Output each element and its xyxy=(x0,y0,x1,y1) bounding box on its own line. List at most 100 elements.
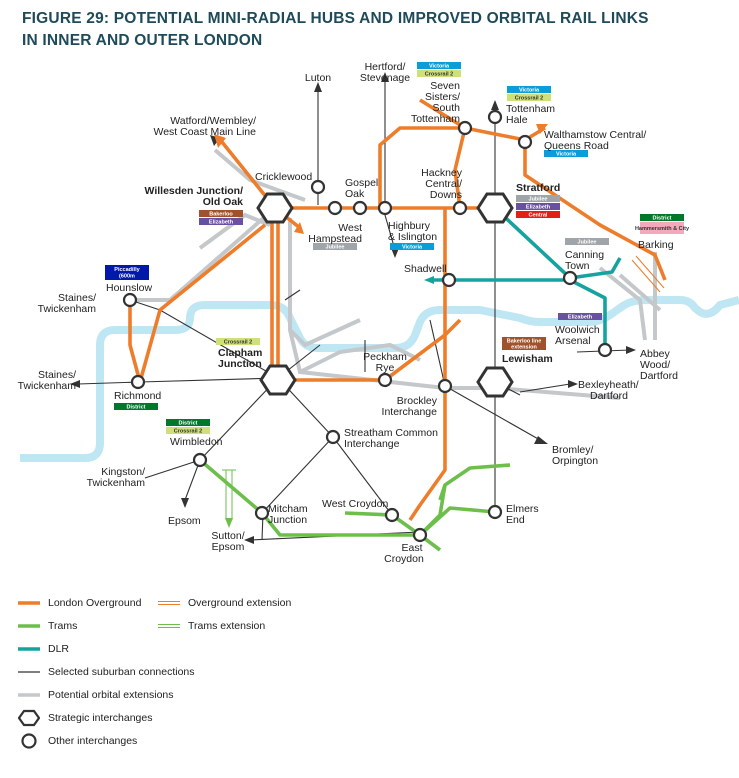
label-elmers-end: Elmers xyxy=(506,503,539,515)
label-staines-2b: Twickenham xyxy=(18,380,77,392)
label-kingston: Kingston/ xyxy=(101,466,145,478)
label-bexleyheath-2: Dartford xyxy=(590,390,628,402)
tag-central: Central xyxy=(529,213,548,219)
orange-arrows xyxy=(214,124,548,234)
arrow-right-icon xyxy=(568,380,578,388)
tag-district: District xyxy=(127,405,146,411)
label-hounslow: Hounslow xyxy=(106,282,153,294)
tag-crossrail2: Crossrail 2 xyxy=(174,429,202,435)
label-cricklewood: Cricklewood xyxy=(255,171,312,183)
legend-overground-label: London Overground xyxy=(48,597,142,609)
tag-crossrail2: Crossrail 2 xyxy=(425,72,453,78)
arrow-up-icon xyxy=(491,100,499,110)
river-thames xyxy=(20,296,739,462)
label-abbey-wood-3: Dartford xyxy=(640,370,678,382)
label-bexleyheath: Bexleyheath/ xyxy=(578,379,639,391)
tag-bakerloo: Bakerloo xyxy=(209,212,233,218)
tram-arrow-down-icon xyxy=(225,518,233,528)
dlr-arrow-left-icon xyxy=(424,276,434,284)
label-seven-sisters-3: South xyxy=(433,102,461,114)
svg-text:Staines/Twickenham: Staines/Twickenham xyxy=(18,369,77,392)
label-east-croydon: East xyxy=(401,542,422,554)
label-luton: Luton xyxy=(305,72,331,84)
legend-other: Other interchanges xyxy=(18,732,137,750)
tag-victoria: Victoria xyxy=(519,88,540,94)
legend-suburban-swatch xyxy=(18,671,40,673)
svg-text:Highbury& Islington: Highbury& Islington xyxy=(388,220,437,243)
label-canning-town-2: Town xyxy=(565,260,590,272)
label-wimbledon: Wimbledon xyxy=(170,436,223,448)
arrow-down-icon xyxy=(181,498,189,508)
legend-orbital-label: Potential orbital extensions xyxy=(48,689,174,701)
label-streatham-2: Interchange xyxy=(344,438,400,450)
legend-overground-ext-swatch xyxy=(158,601,180,605)
label-west-hampstead-2: Hampstead xyxy=(308,233,362,245)
legend-trams-swatch xyxy=(18,624,40,628)
svg-text:Walthamstow Central/Queens Roa: Walthamstow Central/Queens Road xyxy=(544,129,646,152)
label-gospel-oak: Gospel xyxy=(345,177,378,189)
tag-victoria: Victoria xyxy=(402,245,423,251)
tag-bakerloo-ext-2: extension xyxy=(511,345,537,351)
legend-overground-ext: Overground extension xyxy=(158,594,291,612)
svg-text:Watford/Wembley/West Coast Mai: Watford/Wembley/West Coast Main Line xyxy=(153,115,256,138)
label-willesden: Willesden Junction/ xyxy=(145,185,244,197)
label-bromley: Bromley/ xyxy=(552,444,594,456)
legend-dlr: DLR xyxy=(18,640,69,658)
arrow-up-icon xyxy=(314,82,322,92)
legend-suburban: Selected suburban connections xyxy=(18,663,195,681)
label-abbey-wood-2: Wood/ xyxy=(640,359,670,371)
label-hackney-2: Central/ xyxy=(425,178,462,190)
label-hackney: Hackney xyxy=(421,167,463,179)
legend-trams-ext: Trams extension xyxy=(158,617,265,635)
arrow-up-left-icon xyxy=(214,134,226,148)
label-woolwich: Woolwich xyxy=(555,324,600,336)
label-hertford-2: Stevenage xyxy=(360,72,410,84)
tag-jubilee: Jubilee xyxy=(326,245,345,251)
legend-orbital: Potential orbital extensions xyxy=(18,686,174,704)
svg-text:Bromley/Orpington: Bromley/Orpington xyxy=(552,444,598,467)
overground-extension xyxy=(631,255,665,293)
label-seven-sisters: Seven xyxy=(430,80,460,92)
label-hackney-3: Downs xyxy=(430,189,462,201)
arrow-up-right-icon xyxy=(536,124,548,134)
tag-district: District xyxy=(179,421,198,427)
label-streatham: Streatham Common xyxy=(344,427,438,439)
tram-lines xyxy=(198,458,511,552)
legend-strategic: Strategic interchanges xyxy=(18,709,152,727)
tag-elizabeth: Elizabeth xyxy=(526,205,551,211)
hub-lewisham xyxy=(476,366,514,398)
tag-victoria: Victoria xyxy=(429,64,450,70)
legend-trams-label: Trams xyxy=(48,620,78,632)
tag-crossrail2: Crossrail 2 xyxy=(515,96,543,102)
hub-stratford xyxy=(476,192,514,224)
figure-title: FIGURE 29: POTENTIAL MINI-RADIAL HUBS AN… xyxy=(22,8,712,52)
label-walthamstow-2: Queens Road xyxy=(544,140,609,152)
tag-elizabeth: Elizabeth xyxy=(209,220,234,226)
other-interchanges xyxy=(122,109,613,543)
legend-strategic-label: Strategic interchanges xyxy=(48,712,153,724)
label-staines-2: Staines/ xyxy=(38,369,76,381)
label-watford-2: West Coast Main Line xyxy=(153,126,256,138)
label-brockley-2: Interchange xyxy=(382,406,438,418)
legend-trams-ext-label: Trams extension xyxy=(188,620,266,632)
label-kingston-2: Twickenham xyxy=(87,477,146,489)
rail-network-map: Victoria Crossrail 2 Victoria Crossrail … xyxy=(18,61,739,565)
arrow-up-icon xyxy=(381,72,389,82)
label-epsom: Epsom xyxy=(168,515,201,527)
tag-jubilee: Jubilee xyxy=(529,197,548,203)
arrow-down-icon xyxy=(391,248,399,258)
label-lewisham: Lewisham xyxy=(502,353,553,365)
label-peckham: Peckham xyxy=(363,351,407,363)
circle-icon xyxy=(21,733,37,749)
label-tottenham-hale-2: Hale xyxy=(506,114,528,126)
label-staines-1b: Twickenham xyxy=(38,303,97,315)
legend-overground-swatch xyxy=(18,601,40,605)
tag-jubilee: Jubilee xyxy=(578,240,597,246)
